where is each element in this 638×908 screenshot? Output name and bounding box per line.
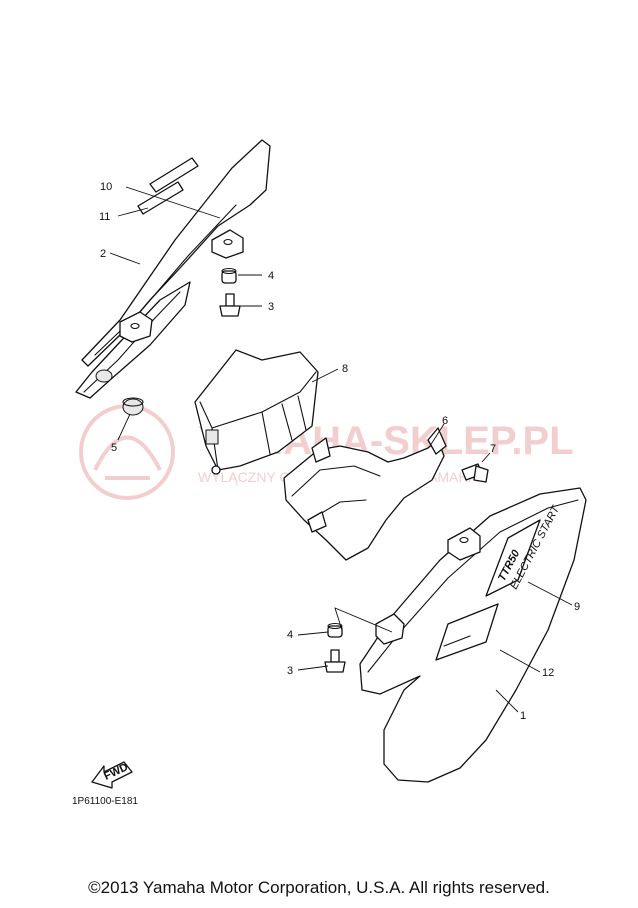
collar-upper [221,267,237,284]
decal-strips [137,157,199,215]
bolt [461,463,489,483]
callout-9: 9 [574,601,580,613]
side-cover-upper [75,139,271,399]
warning-label [435,603,499,661]
callout-10: 10 [100,181,112,193]
callout-12: 12 [542,667,554,679]
leader-lines [109,186,573,713]
callout-3-upper: 3 [268,301,274,313]
callout-5: 5 [111,442,117,454]
screw-lower [324,649,346,673]
battery-box [194,349,319,475]
copyright-notice: ©2013 Yamaha Motor Corporation, U.S.A. A… [88,878,550,897]
callout-2: 2 [100,248,106,260]
callout-4-upper: 4 [268,270,274,282]
screw-upper [219,293,241,317]
callout-8: 8 [342,363,348,375]
callout-3-lower: 3 [287,665,293,677]
side-cover-main: TTR50 ELECTRIC START [359,487,587,783]
callout-4-lower: 4 [287,629,293,641]
callout-1: 1 [520,710,526,722]
callout-labels: 10 11 2 4 3 8 5 6 7 9 4 3 12 1 [99,181,580,722]
bracket-panel [283,427,447,561]
callout-6: 6 [442,415,448,427]
callout-11: 11 [99,211,110,223]
forward-arrow-icon: FWD [91,761,133,789]
grommet [122,397,144,416]
callout-7: 7 [490,443,496,455]
collar-lower [327,622,343,638]
reference-code: 1P61100-E181 [72,796,138,807]
